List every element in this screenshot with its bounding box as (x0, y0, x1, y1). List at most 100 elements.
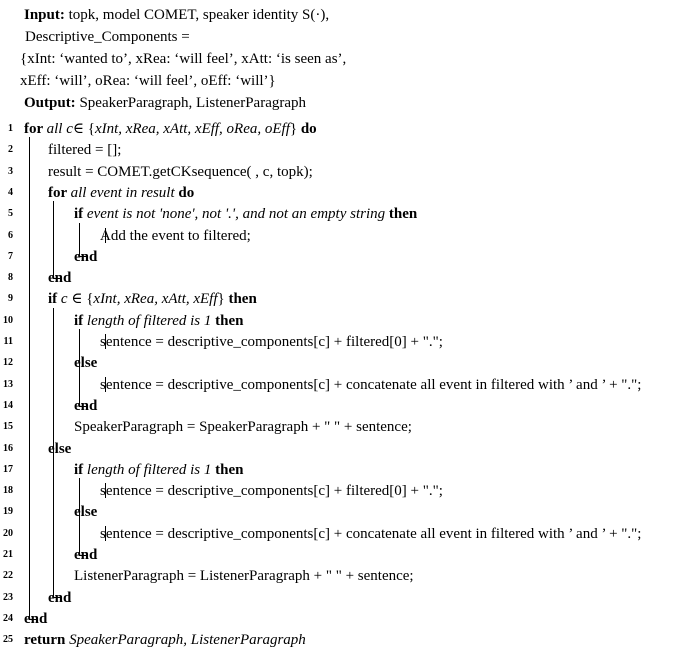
line-number: 17 (3, 463, 13, 475)
line-number: 16 (3, 442, 13, 454)
block-indent-bar (79, 478, 80, 555)
line-number: 1 (8, 123, 13, 134)
code-segment: then (215, 312, 244, 329)
input-line: Input: topk, model COMET, speaker identi… (24, 4, 346, 26)
line-number: 5 (8, 208, 13, 220)
descriptive-components-name: Descriptive_Components = (25, 29, 190, 45)
algorithm-line: 22 ListenerParagraph = ListenerParagraph … (0, 565, 695, 587)
code-text: ListenerParagraph = ListenerParagraph + … (74, 565, 414, 587)
code-segment: all event in result (70, 184, 179, 201)
code-text: if c ∈ {xInt, xRea, xAtt, xEff} then (48, 288, 257, 310)
code-segment: then (228, 291, 257, 308)
code-segment: do (178, 184, 195, 201)
code-segment: c (60, 291, 72, 308)
code-segment: then (388, 206, 418, 223)
code-segment: if (74, 206, 87, 223)
code-segment: do (300, 121, 317, 137)
block-indent-bar (105, 227, 106, 243)
code-segment: if (74, 461, 87, 478)
code-segment: ∈ { (72, 121, 95, 137)
line-number: 14 (3, 399, 13, 411)
code-text: for all event in result do (48, 182, 194, 204)
code-segment: ListenerParagraph = ListenerParagraph + … (74, 568, 414, 585)
block-end-hook (53, 597, 60, 599)
code-text: sentence = descriptive_components[c] + c… (100, 523, 641, 545)
algorithm-line: 16 else (0, 438, 695, 460)
code-segment: event is not 'none', not '.', and not an… (86, 206, 389, 223)
code-segment: for (48, 184, 71, 201)
block-end-hook (79, 256, 86, 258)
block-end-hook (53, 277, 60, 279)
line-number: 19 (3, 506, 13, 518)
algorithm-line: 12 else (0, 352, 695, 374)
algorithm-line: 20 sentence = descriptive_components[c] +… (0, 523, 695, 545)
line-number: 24 (3, 612, 13, 624)
algorithm-line: 17 if length of filtered is 1 then (0, 459, 695, 481)
output-text: SpeakerParagraph, ListenerParagraph (79, 95, 307, 111)
line-number: 20 (3, 527, 13, 539)
descriptive-components-line1: {xInt: ‘wanted to’, xRea: ‘will feel’, x… (20, 51, 347, 67)
code-text: for all c∈ {xInt, xRea, xAtt, xEff, oRea… (24, 118, 317, 140)
line-number: 12 (3, 357, 13, 369)
code-segment: SpeakerParagraph = SpeakerParagraph + " … (74, 419, 412, 436)
code-segment: if (74, 312, 87, 329)
code-segment: else (48, 440, 72, 457)
algorithm-line: 10 if length of filtered is 1 then (0, 310, 695, 332)
code-segment: result = COMET.getCKsequence( , c, topk)… (48, 163, 313, 180)
block-indent-bar (53, 307, 54, 598)
code-segment: ∈ { (71, 291, 94, 308)
code-segment: if (48, 291, 61, 308)
code-segment: length of filtered is 1 (86, 461, 216, 478)
algorithm-line: 5 if event is not 'none', not '.', and no… (0, 203, 695, 225)
algorithm-line: 13 sentence = descriptive_components[c] +… (0, 374, 695, 396)
input-keyword: Input: (24, 7, 65, 23)
code-segment: length of filtered is 1 (86, 312, 216, 329)
line-number: 3 (8, 165, 13, 177)
line-number: 10 (3, 314, 13, 326)
code-segment: return (24, 632, 70, 649)
algorithm-line: 4 for all event in result do (0, 182, 695, 204)
code-text: Add the event to filtered; (100, 225, 251, 247)
code-segment: sentence = descriptive_components[c] + c… (100, 376, 642, 393)
block-indent-bar (29, 137, 30, 619)
block-indent-bar (79, 222, 80, 257)
block-indent-bar (53, 201, 54, 278)
line-number: 7 (8, 250, 13, 262)
code-text: else (48, 438, 71, 460)
code-segment: else (74, 504, 98, 521)
output-line: Output: SpeakerParagraph, ListenerParagr… (24, 92, 346, 114)
block-end-hook (79, 405, 86, 407)
code-segment: then (215, 461, 244, 478)
code-text: SpeakerParagraph = SpeakerParagraph + " … (74, 416, 412, 438)
line-number: 4 (8, 186, 13, 198)
line-number: 18 (3, 485, 13, 497)
line-number: 23 (3, 591, 13, 603)
line-number: 13 (3, 378, 13, 390)
algorithm-line: 18 sentence = descriptive_components[c] +… (0, 480, 695, 502)
input-text: topk, model COMET, speaker identity S(·)… (68, 7, 330, 23)
code-text: sentence = descriptive_components[c] + f… (100, 480, 443, 502)
code-segment: else (74, 355, 98, 372)
block-indent-bar (79, 329, 80, 406)
code-text: sentence = descriptive_components[c] + c… (100, 374, 641, 396)
algorithm-line: 3 result = COMET.getCKsequence( , c, topk… (0, 161, 695, 183)
line-number: 25 (3, 634, 13, 646)
algorithm-line: 1 for all c∈ {xInt, xRea, xAtt, xEff, oRe… (0, 118, 695, 140)
algorithm-line: 25 return SpeakerParagraph, ListenerParag… (0, 629, 695, 651)
output-keyword: Output: (24, 95, 76, 111)
code-text: else (74, 501, 97, 523)
code-segment: filtered = []; (48, 142, 122, 159)
code-text: result = COMET.getCKsequence( , c, topk)… (48, 161, 313, 183)
descriptive-components-line2: xEff: ‘will’, oRea: ‘will feel’, oEff: ‘… (20, 73, 276, 89)
code-segment: SpeakerParagraph, ListenerParagraph (69, 632, 306, 649)
line-number: 22 (3, 570, 13, 582)
code-text: return SpeakerParagraph, ListenerParagra… (24, 629, 306, 651)
